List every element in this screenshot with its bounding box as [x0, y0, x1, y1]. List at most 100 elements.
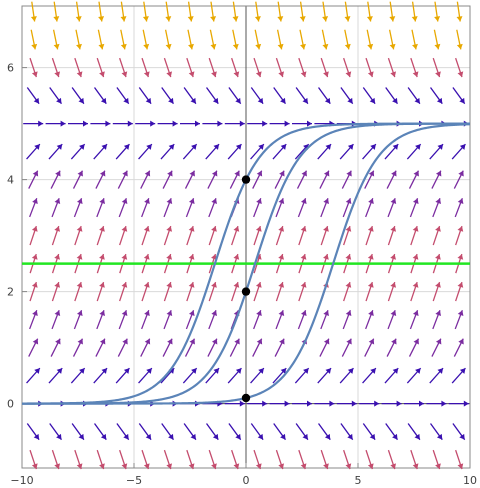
field-arrowhead	[255, 282, 262, 288]
field-arrowhead	[78, 433, 84, 440]
field-arrowhead	[143, 463, 150, 470]
field-arrowhead	[56, 97, 62, 104]
field-arrowhead	[262, 120, 268, 127]
field-arrowhead	[190, 433, 196, 440]
field-arrowhead	[213, 368, 220, 374]
field-arrowhead	[389, 43, 396, 50]
field-arrowhead	[412, 310, 419, 316]
x-tick-label: −5	[126, 474, 142, 487]
field-arrowhead	[76, 310, 83, 316]
field-arrowhead	[278, 310, 285, 316]
field-arrowhead	[144, 170, 151, 177]
field-arrowhead	[31, 254, 38, 260]
field-arrowhead	[210, 43, 217, 50]
field-arrowhead	[167, 338, 173, 345]
field-arrowhead	[279, 170, 285, 177]
field-arrowhead	[127, 120, 133, 127]
field-arrowhead	[166, 198, 173, 204]
field-arrowhead	[300, 71, 307, 78]
field-arrowhead	[234, 338, 240, 345]
field-arrowhead	[101, 368, 108, 374]
field-arrowhead	[391, 170, 397, 177]
field-arrowhead	[99, 338, 106, 345]
field-arrowhead	[277, 43, 284, 50]
x-tick-label: −10	[10, 474, 33, 487]
field-arrowhead	[121, 226, 128, 232]
field-arrowhead	[277, 16, 284, 22]
field-arrowhead	[60, 120, 66, 127]
field-arrowhead	[299, 16, 306, 22]
field-arrowhead	[99, 282, 105, 288]
field-arrowhead	[346, 170, 352, 177]
field-arrowhead	[54, 282, 61, 288]
field-arrowhead	[56, 368, 63, 374]
field-arrowhead	[123, 368, 130, 374]
field-arrowhead	[367, 282, 374, 288]
x-tick-label: 5	[355, 474, 362, 487]
field-arrowhead	[255, 43, 262, 50]
field-arrowhead	[345, 71, 352, 78]
field-arrowhead	[412, 254, 419, 260]
field-arrowhead	[166, 282, 173, 288]
field-arrowhead	[188, 310, 195, 316]
field-arrowhead	[99, 71, 105, 78]
field-arrowhead	[76, 254, 83, 260]
field-arrowhead	[32, 338, 39, 345]
field-arrowhead	[411, 16, 418, 22]
field-arrowhead	[436, 433, 443, 440]
field-arrowhead	[396, 400, 402, 407]
field-arrowhead	[233, 226, 240, 232]
field-arrowhead	[56, 433, 62, 440]
field-arrowhead	[392, 368, 399, 374]
field-arrowhead	[239, 120, 245, 127]
field-arrowhead	[55, 170, 61, 177]
field-arrowhead	[146, 144, 152, 150]
field-arrowhead	[459, 368, 466, 374]
field-arrowhead	[99, 198, 105, 204]
field-arrowhead	[344, 16, 351, 22]
field-arrowhead	[121, 282, 128, 288]
field-arrowhead	[457, 310, 464, 316]
field-arrowhead	[121, 254, 128, 260]
field-arrowhead	[435, 170, 442, 177]
field-arrowhead	[31, 463, 38, 470]
field-arrowhead	[99, 170, 106, 177]
field-arrowhead	[323, 71, 329, 78]
field-arrowhead	[457, 282, 464, 288]
field-arrowhead	[188, 463, 195, 470]
field-arrowhead	[54, 71, 61, 78]
field-arrowhead	[369, 433, 376, 440]
field-arrowhead	[345, 463, 352, 470]
field-arrowhead	[31, 43, 38, 50]
field-arrowhead	[414, 433, 420, 440]
field-arrowhead	[347, 433, 353, 440]
field-arrowhead	[280, 433, 286, 440]
field-arrowhead	[300, 226, 307, 232]
field-arrowhead	[255, 71, 262, 78]
field-arrowhead	[284, 120, 290, 127]
field-arrowhead	[257, 433, 264, 440]
field-arrowhead	[123, 433, 129, 440]
field-arrowhead	[256, 198, 262, 204]
field-arrowhead	[30, 16, 37, 22]
field-arrowhead	[280, 144, 287, 150]
field-arrowhead	[168, 144, 175, 150]
initial-point	[241, 393, 251, 403]
field-arrowhead	[78, 97, 84, 104]
field-arrowhead	[142, 16, 149, 22]
field-arrowhead	[369, 97, 376, 104]
field-arrowhead	[55, 338, 61, 345]
field-arrowhead	[344, 43, 351, 50]
field-arrowhead	[412, 71, 419, 78]
field-arrowhead	[300, 43, 306, 50]
field-arrowhead	[31, 226, 38, 232]
field-arrowhead	[211, 338, 218, 345]
field-arrowhead	[374, 400, 380, 407]
field-arrowhead	[278, 282, 285, 288]
field-arrowhead	[456, 43, 463, 50]
field-arrowhead	[54, 463, 61, 470]
field-arrowhead	[76, 463, 83, 470]
field-arrowhead	[76, 71, 83, 78]
field-arrowhead	[300, 310, 307, 316]
